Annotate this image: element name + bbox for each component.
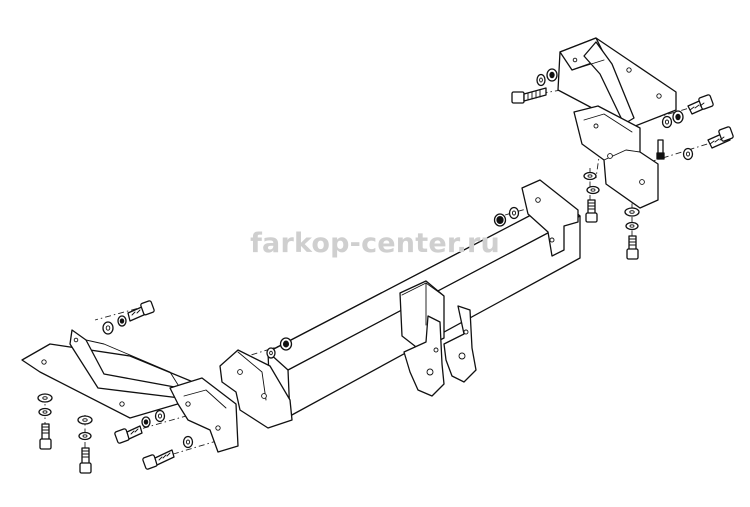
right-side-bolt-upper <box>687 94 714 115</box>
left-tube-washer <box>266 347 276 359</box>
left-top-bolt <box>127 300 155 322</box>
right-tube-nut <box>493 213 507 227</box>
right-side-nut-upper <box>672 110 684 124</box>
right-lower-washer-d <box>625 221 639 231</box>
left-side-washer-lower <box>182 435 194 449</box>
left-tube-end-plate <box>219 349 293 429</box>
hitch-mount-plate-left <box>403 315 445 397</box>
hitch-mount-plate-right <box>443 305 477 383</box>
right-lower-bolt-a <box>585 199 598 223</box>
right-side-washer-upper <box>661 115 673 129</box>
left-side-washer-upper <box>154 409 166 423</box>
left-upper-bracket <box>21 329 199 419</box>
left-lower-washer-a <box>37 393 53 403</box>
right-tube-washer <box>508 206 520 220</box>
left-tube-nut <box>279 337 293 351</box>
left-lower-bolt-b <box>79 447 92 474</box>
left-side-nut-upper <box>141 416 151 428</box>
left-lower-bolt-a <box>39 423 52 450</box>
right-tube-end-plate <box>521 179 579 257</box>
right-lower-washer-b <box>586 185 600 195</box>
left-lower-washer-d <box>78 431 92 441</box>
main-cross-tube <box>267 199 581 417</box>
right-top-bolt <box>511 87 547 104</box>
right-side-bolt-lower <box>707 126 734 149</box>
right-lower-washer-c <box>624 207 640 217</box>
left-side-bolt-lower <box>142 449 175 470</box>
left-lower-washer-c <box>77 415 93 425</box>
right-top-washer <box>536 73 546 87</box>
left-top-washer <box>102 321 114 335</box>
right-top-nut <box>546 68 558 82</box>
left-side-plate <box>169 377 239 453</box>
right-side-washer-lower <box>682 147 694 161</box>
right-lower-washer-a <box>583 171 597 181</box>
right-side-plate <box>573 105 659 209</box>
right-vertical-small-bolt <box>656 139 665 160</box>
left-side-bolt-upper <box>114 425 143 444</box>
left-top-nut <box>117 315 127 327</box>
left-lower-washer-b <box>38 407 52 417</box>
right-lower-bolt-b <box>626 235 639 260</box>
right-upper-bracket <box>557 37 677 129</box>
